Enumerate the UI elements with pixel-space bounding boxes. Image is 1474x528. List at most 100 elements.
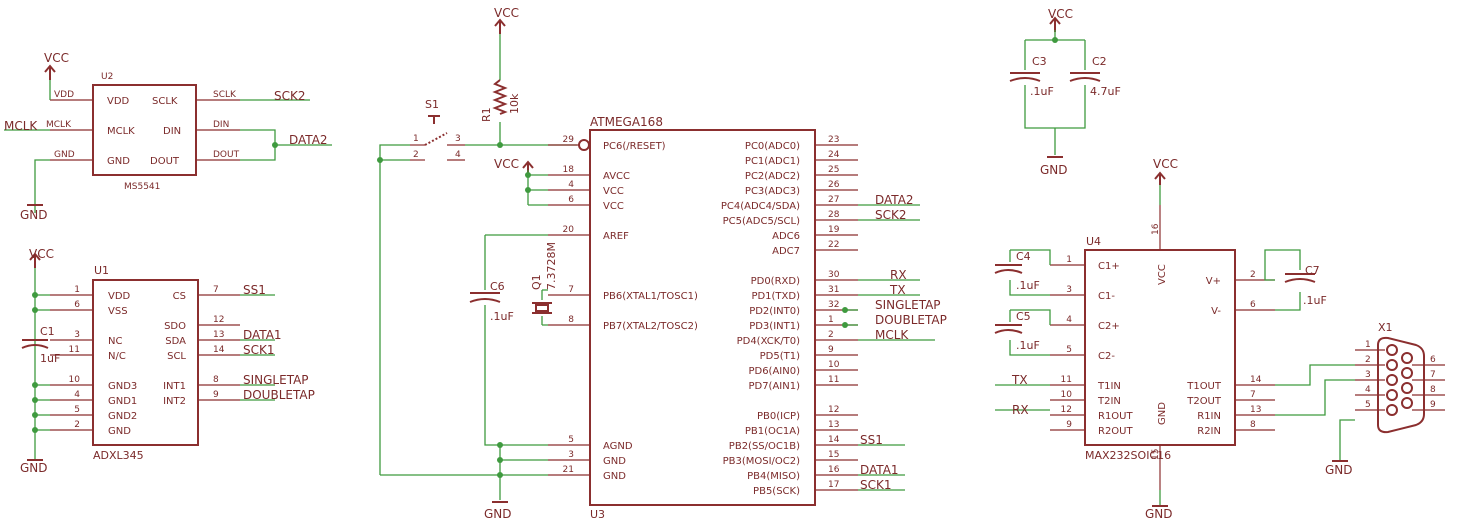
c7-ref: C7: [1305, 264, 1320, 277]
u3-pin-name: PB1(OC1A): [745, 426, 800, 437]
c1-ref: C1: [40, 325, 55, 338]
u3-pin-num: 24: [828, 150, 840, 160]
u3-pin-num: 12: [828, 405, 839, 415]
u3-pin-num: 13: [828, 420, 839, 430]
u2-ref: U2: [101, 72, 113, 82]
u3-pin-name: PB4(MISO): [747, 471, 800, 482]
x1-pin-num: 7: [1430, 370, 1436, 380]
u1-pin-num: 7: [213, 285, 219, 295]
u4-pin-15: 15: [1151, 449, 1161, 460]
u3-net-label: RX: [890, 268, 907, 282]
u1-pin-name: GND: [108, 426, 131, 437]
c5-value: .1uF: [1016, 339, 1040, 352]
u3-pin-name: PC3(ADC3): [745, 186, 800, 197]
u4-pin-name: R2OUT: [1098, 426, 1134, 437]
u3-pin-num: 6: [568, 195, 574, 205]
u3-net-label: TX: [889, 283, 906, 297]
u1-net-label: DATA1: [243, 328, 282, 342]
x1-pin-num: 3: [1365, 370, 1371, 380]
u1-pin-name: SDO: [164, 321, 186, 332]
u4-pin-num: 11: [1061, 375, 1072, 385]
u1-pin-name: GND2: [108, 411, 137, 422]
u3-pin-num: 30: [828, 270, 840, 280]
x1-pin-num: 4: [1365, 385, 1371, 395]
c2-value: 4.7uF: [1090, 85, 1121, 98]
u3-net-label: SS1: [860, 433, 883, 447]
u1-pin-num: 10: [69, 375, 81, 385]
c7-value: .1uF: [1303, 294, 1327, 307]
u1-pin-num: 11: [69, 345, 80, 355]
u3-pin-num: 23: [828, 135, 839, 145]
r1-ref: R1: [480, 107, 493, 122]
u4-pin-num: 5: [1066, 345, 1072, 355]
u3-pin-num: 22: [828, 240, 839, 250]
u1-pin-num: 4: [74, 390, 80, 400]
c3-value: .1uF: [1030, 85, 1054, 98]
u1-pin-num: 12: [213, 315, 224, 325]
u3-pin-name: PD1(TXD): [751, 291, 800, 302]
u4-pin-num: 4: [1066, 315, 1072, 325]
u3-pin-name: PD7(AIN1): [748, 381, 800, 392]
u1-pin-name: VSS: [108, 306, 128, 317]
u4-pin-name: R1OUT: [1098, 411, 1134, 422]
u3-pin-name: GND: [603, 456, 626, 467]
u4-pin-num: 9: [1066, 420, 1072, 430]
u3-value: ATMEGA168: [590, 115, 663, 129]
u2-pin-gnd: GND: [107, 156, 130, 167]
u1-pin-name: INT2: [163, 396, 186, 407]
u1-pin-num: 5: [74, 405, 80, 415]
u4-pin-gnd: GND: [1157, 402, 1168, 425]
u1-pin-name: SCL: [167, 351, 186, 362]
u3-net-label: SCK2: [875, 208, 907, 222]
u3-pin-name: GND: [603, 471, 626, 482]
u3-pin-name: PD6(AIN0): [748, 366, 800, 377]
u4-pin-name: C2-: [1098, 351, 1115, 362]
u4-pin-name: C1+: [1098, 261, 1120, 272]
u4-net-tx: TX: [1011, 373, 1028, 387]
u3-pin-num: 28: [828, 210, 840, 220]
u2-value: MS5541: [124, 182, 160, 192]
u1-pin-name: INT1: [163, 381, 186, 392]
u1-pin-name: CS: [173, 291, 186, 302]
u3-net-label: SINGLETAP: [875, 298, 941, 312]
c5-ref: C5: [1016, 310, 1031, 323]
c4-ref: C4: [1016, 250, 1031, 263]
u3-vcc-label: VCC: [494, 157, 519, 171]
u3-pin-name: VCC: [603, 186, 624, 197]
u2-net-din: DIN: [213, 120, 229, 130]
u2-pin-mclk: MCLK: [107, 126, 135, 137]
u3-pin-name: PC6(/RESET): [603, 141, 666, 152]
x1-pin-num: 8: [1430, 385, 1436, 395]
u2-pin-vdd: VDD: [107, 96, 130, 107]
u1-pin-num: 2: [74, 420, 80, 430]
u4-value: MAX232SOIC16: [1085, 449, 1171, 462]
u4-pin-name: R2IN: [1197, 426, 1221, 437]
u1-net-label: SINGLETAP: [243, 373, 309, 387]
c6-value: .1uF: [490, 310, 514, 323]
u3-pin-num: 26: [828, 180, 840, 190]
u3-pin-num: 29: [563, 135, 575, 145]
c4-value: .1uF: [1016, 279, 1040, 292]
u3-pin-name: PD2(INT0): [749, 306, 800, 317]
u3-reset-bubble: [578, 139, 590, 151]
x1-pin-num: 5: [1365, 400, 1371, 410]
u3-pin-name: VCC: [603, 201, 624, 212]
u3-pin-name: ADC7: [772, 246, 800, 257]
u3-pin-name: AVCC: [603, 171, 630, 182]
u2-net-mclk-pin: MCLK: [46, 120, 72, 130]
u2-net-sck2: SCK2: [274, 89, 306, 103]
u1-pin-num: 8: [213, 375, 219, 385]
u4-pin-num: 2: [1250, 270, 1256, 280]
u1-pin-num: 14: [213, 345, 225, 355]
u3-pin-num: 1: [828, 315, 834, 325]
u3-net-label: SCK1: [860, 478, 892, 492]
u4-pin-num: 6: [1250, 300, 1256, 310]
u1-pin-num: 9: [213, 390, 219, 400]
u4-pin-name: T2IN: [1097, 396, 1121, 407]
reset-crystal-area: S1 1 2 3 4 VCC R1 10k VCC C6 .1uF: [377, 6, 577, 521]
u1-pin-name: SDA: [165, 336, 186, 347]
u4-pin-name: C2+: [1098, 321, 1120, 332]
u2-net-sclk: SCLK: [213, 90, 237, 100]
u3-pin-num: 20: [563, 225, 575, 235]
